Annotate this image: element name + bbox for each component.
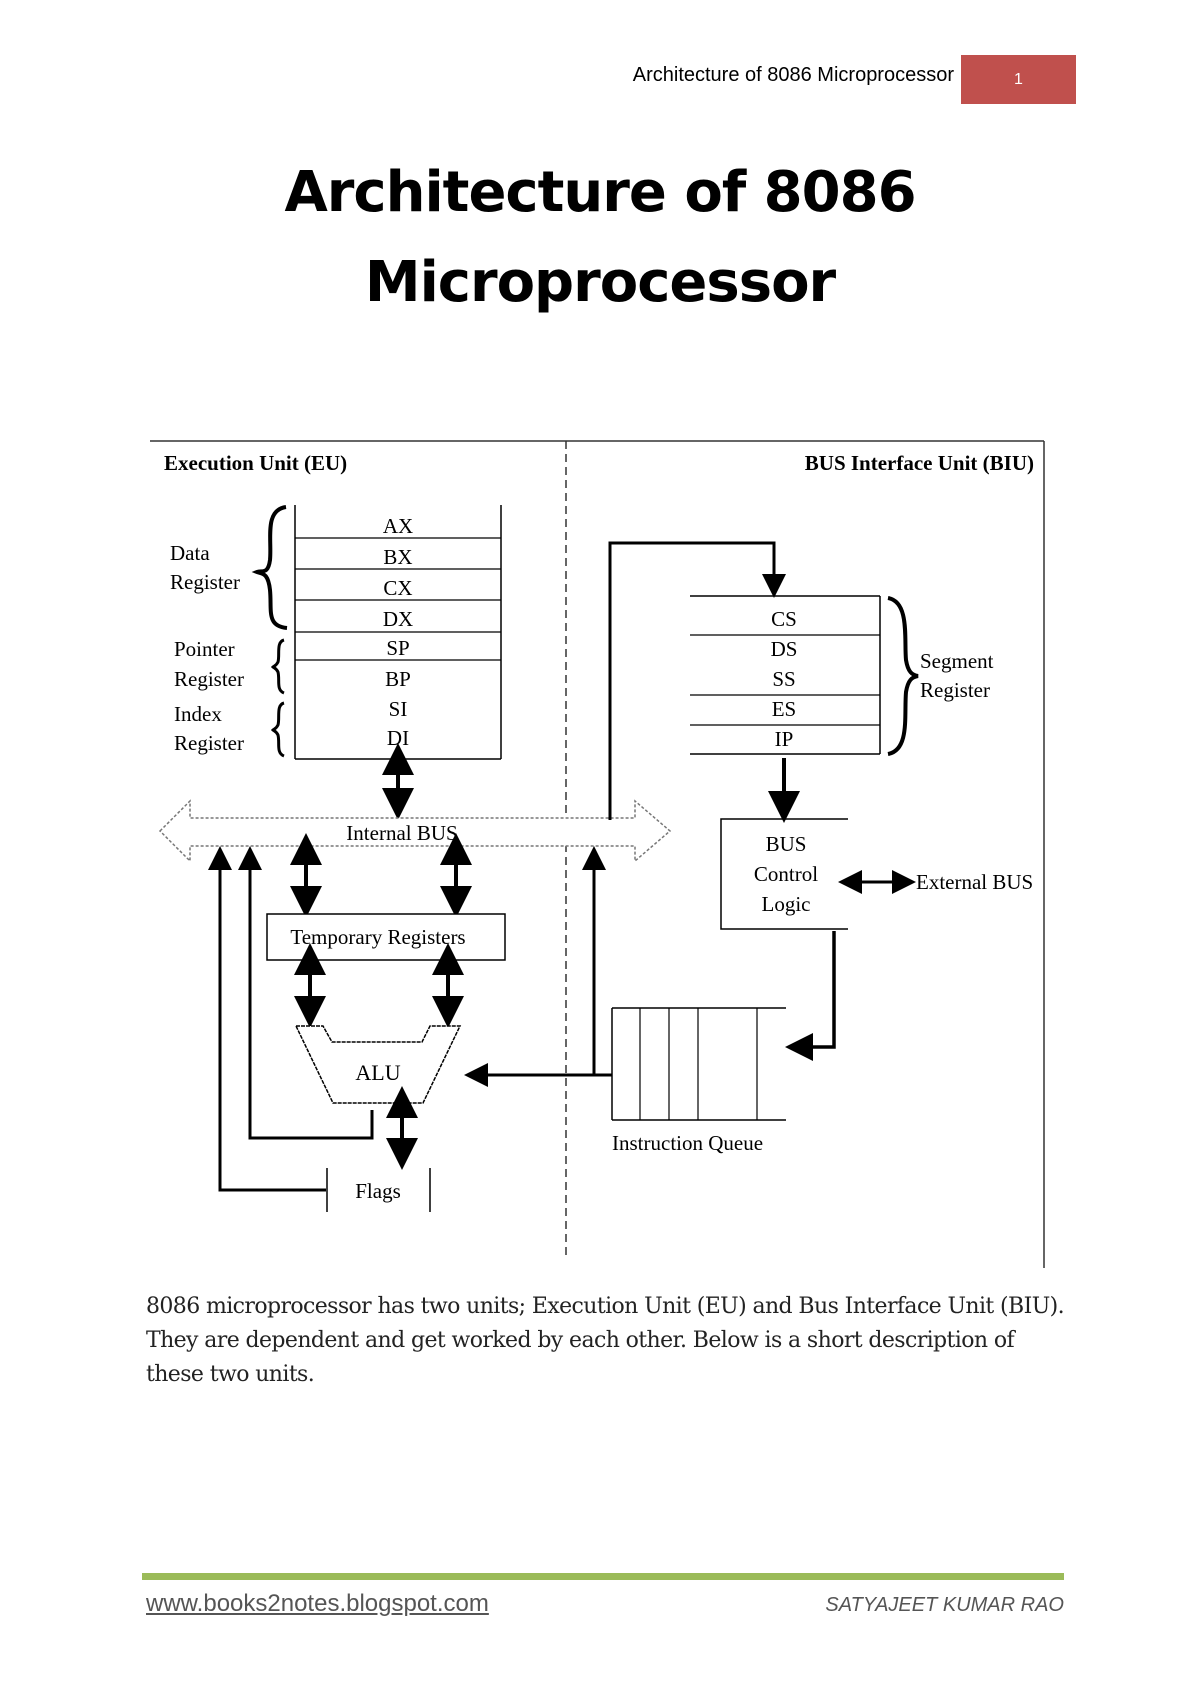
footer-website-link[interactable]: www.books2notes.blogspot.com <box>146 1590 489 1617</box>
register-ss: SS <box>772 667 795 691</box>
footer-author: SATYAJEET KUMAR RAO <box>825 1594 1064 1616</box>
bus-control-label-2: Control <box>754 862 818 886</box>
alu-label: ALU <box>355 1060 400 1085</box>
eu-label: Execution Unit (EU) <box>164 451 347 475</box>
register-si: SI <box>389 697 408 721</box>
flags-to-bus-line <box>208 846 326 1192</box>
temporary-registers-label: Temporary Registers <box>290 925 465 949</box>
instruction-queue <box>611 1007 786 1121</box>
register-ax: AX <box>383 514 413 538</box>
external-bus-label: External BUS <box>916 870 1033 894</box>
footer-rule <box>142 1573 1064 1580</box>
index-register-label-1: Index <box>174 702 222 726</box>
internal-bus-arrow <box>158 799 672 863</box>
pointer-register-label-1: Pointer <box>174 637 235 661</box>
bus-to-segment-line <box>608 541 786 820</box>
segment-register-brace <box>887 596 919 756</box>
flags-label: Flags <box>355 1179 401 1203</box>
document-title: Architecture of 8086 Microprocessor <box>150 148 1050 328</box>
pointer-register-brace <box>270 638 285 695</box>
internal-bus-label: Internal BUS <box>346 821 457 845</box>
data-register-label-2: Register <box>170 570 240 594</box>
segment-register-stack: CS DS SS ES IP <box>690 595 881 755</box>
data-register-label-1: Data <box>170 541 210 565</box>
title-line-1: Architecture of 8086 <box>284 160 916 225</box>
register-ip: IP <box>775 727 794 751</box>
data-register-brace <box>251 505 288 630</box>
bus-control-label-1: BUS <box>766 832 807 856</box>
register-dx: DX <box>383 607 413 631</box>
title-line-2: Microprocessor <box>364 250 836 315</box>
index-register-brace <box>270 701 285 758</box>
register-ds: DS <box>771 637 798 661</box>
register-bp: BP <box>385 667 411 691</box>
register-cx: CX <box>383 576 412 600</box>
bus-control-label-3: Logic <box>762 892 811 916</box>
bus-control-logic-box <box>720 818 848 930</box>
segment-register-label-2: Register <box>920 678 990 702</box>
register-di: DI <box>387 726 409 750</box>
instruction-queue-label: Instruction Queue <box>612 1131 763 1155</box>
page-number-badge: 1 <box>961 55 1076 104</box>
buscontrol-to-queue-line <box>785 931 836 1061</box>
pointer-register-label-2: Register <box>174 667 244 691</box>
eu-register-stack: AX BX CX DX SP BP SI DI <box>294 505 502 760</box>
register-es: ES <box>772 697 797 721</box>
alu-to-bus-line <box>238 846 374 1140</box>
alu-shape <box>294 1025 462 1104</box>
segment-register-label-1: Segment <box>920 649 994 673</box>
biu-label: BUS Interface Unit (BIU) <box>805 451 1034 475</box>
intro-paragraph: 8086 microprocessor has two units; Execu… <box>146 1294 1065 1387</box>
running-header-title: Architecture of 8086 Microprocessor <box>632 64 954 86</box>
register-bx: BX <box>383 545 412 569</box>
register-sp: SP <box>386 636 409 660</box>
page-number: 1 <box>1014 70 1023 88</box>
index-register-label-2: Register <box>174 731 244 755</box>
register-cs: CS <box>771 607 797 631</box>
